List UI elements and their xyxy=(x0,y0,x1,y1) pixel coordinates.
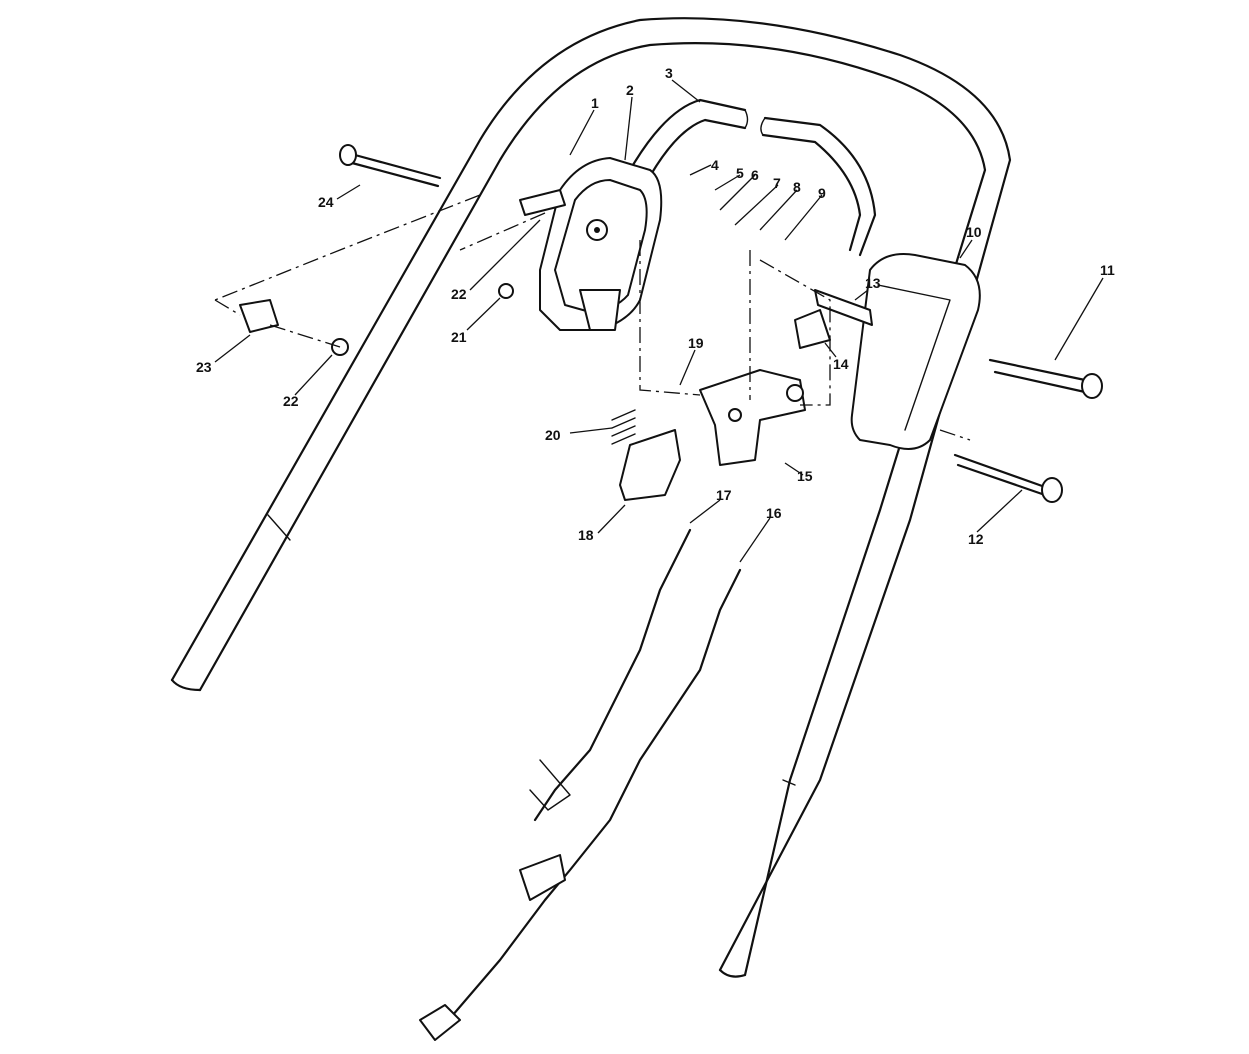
callout-13: 13 xyxy=(865,275,881,291)
callout-22-lower: 22 xyxy=(283,393,299,409)
callout-24: 24 xyxy=(318,194,334,210)
callout-6: 6 xyxy=(751,167,759,183)
bracket xyxy=(699,369,806,466)
callout-19: 19 xyxy=(688,335,704,351)
control-cables xyxy=(419,528,742,1041)
bolts xyxy=(339,144,1103,503)
assembly-lines xyxy=(214,194,971,441)
callout-14: 14 xyxy=(833,356,849,372)
callout-3: 3 xyxy=(665,65,673,81)
callout-7: 7 xyxy=(773,175,781,191)
callout-17: 17 xyxy=(716,487,732,503)
grip-cover xyxy=(850,253,981,450)
leaders xyxy=(214,79,1104,563)
callout-1: 1 xyxy=(591,95,599,111)
callout-16: 16 xyxy=(766,505,782,521)
pivot-fittings xyxy=(239,189,873,356)
callout-22-upper: 22 xyxy=(451,286,467,302)
callout-18: 18 xyxy=(578,527,594,543)
callout-2: 2 xyxy=(626,82,634,98)
callout-5: 5 xyxy=(736,165,744,181)
callout-labels: 1 2 3 4 5 6 7 8 9 10 11 12 13 14 15 16 1… xyxy=(196,65,1115,547)
upper-handle-bar xyxy=(628,98,877,257)
callout-21: 21 xyxy=(451,329,467,345)
callout-11: 11 xyxy=(1100,262,1115,278)
main-handle xyxy=(170,17,1012,978)
lever-and-spring xyxy=(611,409,681,501)
callout-12: 12 xyxy=(968,531,984,547)
callout-9: 9 xyxy=(818,185,826,201)
callout-15: 15 xyxy=(797,468,813,484)
callout-8: 8 xyxy=(793,179,801,195)
control-housing xyxy=(539,157,663,331)
callout-4: 4 xyxy=(711,157,719,173)
callout-10: 10 xyxy=(966,224,982,240)
callout-23: 23 xyxy=(196,359,212,375)
callout-20: 20 xyxy=(545,427,561,443)
